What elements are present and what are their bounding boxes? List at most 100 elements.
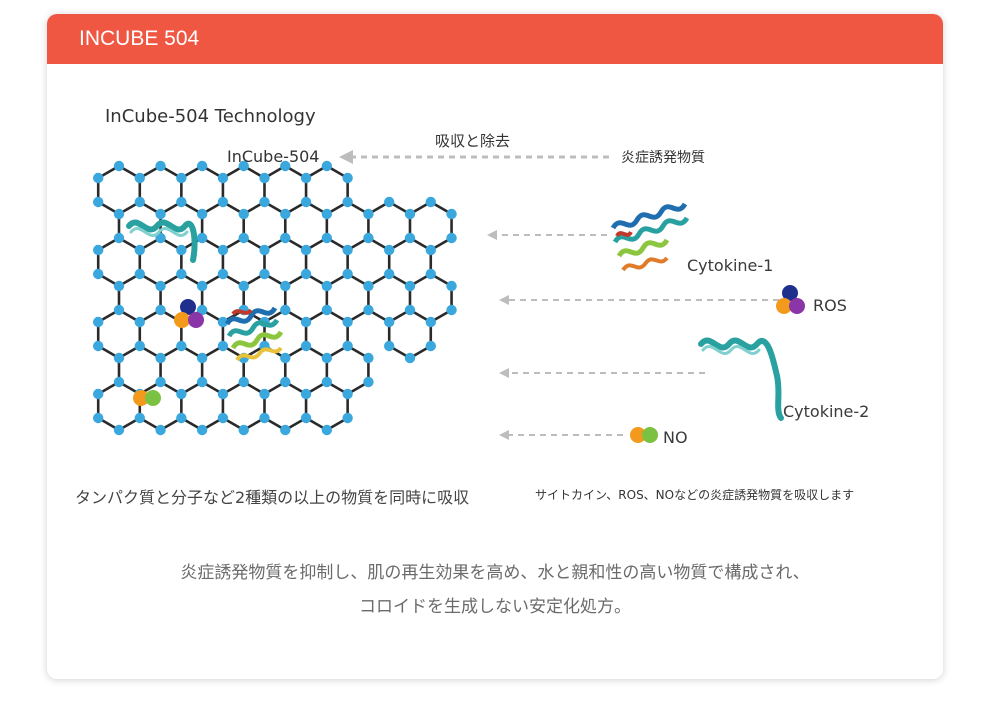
lattice-node [280, 160, 291, 172]
lattice-node [93, 388, 104, 400]
lattice-node [134, 412, 145, 424]
lattice-node [300, 340, 312, 352]
lattice-node [93, 244, 104, 256]
lattice-node [217, 172, 229, 184]
lattice-node [280, 376, 291, 388]
lattice-node [300, 244, 312, 256]
lattice-node [404, 304, 416, 316]
lattice-node [321, 352, 333, 364]
ros-navy-dot [782, 285, 798, 301]
helix-molecule-left [126, 219, 198, 263]
lattice-node [300, 388, 312, 400]
no-orange-dot-lattice [133, 390, 149, 406]
ros-purple-dot-lattice [188, 312, 204, 328]
lattice-node [383, 244, 395, 256]
incoming-arrows [487, 230, 779, 440]
lattice-node [321, 376, 333, 388]
ros-purple-dot [789, 298, 805, 314]
graphene-lattice [93, 160, 457, 436]
lattice-node [155, 352, 166, 364]
absorb-remove-label: 吸収と除去 [435, 132, 511, 150]
lattice-node [383, 340, 395, 352]
lattice-node [155, 280, 166, 292]
lattice-node [176, 268, 187, 280]
lattice-node [300, 172, 312, 184]
lattice-node [321, 160, 333, 172]
lattice-node [217, 196, 229, 208]
lattice-node [217, 340, 229, 352]
lattice-node [363, 208, 374, 220]
lattice-node [280, 424, 291, 436]
lattice-node [280, 232, 291, 244]
lattice-node [217, 412, 229, 424]
lattice-node [342, 388, 353, 400]
lattice-node [217, 244, 229, 256]
description-line-2: コロイドを生成しない安定化処方。 [359, 597, 631, 617]
lattice-node [425, 268, 436, 280]
lattice-node [176, 388, 187, 400]
lattice-node [196, 376, 208, 388]
lattice-node [280, 280, 291, 292]
lattice-node [196, 424, 208, 436]
lattice-node [425, 196, 436, 208]
remove-arrow-head [339, 150, 353, 164]
cytokine1-label: Cytokine-1 [687, 256, 774, 275]
lattice-node [155, 208, 166, 220]
absorb-subcaption: サイトカイン、ROS、NOなどの炎症誘発物質を吸収します [535, 488, 855, 502]
lattice-node [259, 388, 270, 400]
lattice-node [342, 268, 353, 280]
lattice-node [176, 244, 187, 256]
lattice-node [321, 232, 333, 244]
lattice-node [446, 232, 457, 244]
lattice-node [155, 232, 166, 244]
lattice-node [404, 352, 416, 364]
lattice-node [176, 196, 187, 208]
no-orange-dot [630, 427, 646, 443]
lattice-node [342, 316, 353, 328]
lattice-node [155, 160, 166, 172]
lattice-node [259, 244, 270, 256]
lattice-node [93, 268, 104, 280]
lattice-node [383, 316, 395, 328]
lattice-node [238, 280, 249, 292]
lattice-node [238, 160, 249, 172]
cytokine1-molecule [610, 202, 690, 272]
lattice-node [363, 376, 374, 388]
lattice-node [342, 412, 353, 424]
lattice-node [259, 196, 270, 208]
lattice-node [196, 280, 208, 292]
header-title: INCUBE 504 [79, 27, 200, 50]
lattice-node [93, 412, 104, 424]
lattice-node [425, 340, 436, 352]
lattice-node [176, 172, 187, 184]
lattice-node [217, 268, 229, 280]
lattice-node [259, 172, 270, 184]
lattice-node [238, 232, 249, 244]
lattice-node [404, 232, 416, 244]
lattice-node [404, 280, 416, 292]
lattice-node [259, 268, 270, 280]
lattice-node [321, 424, 333, 436]
lattice-node [363, 232, 374, 244]
lattice-node [238, 376, 249, 388]
lattice-node [113, 304, 125, 316]
lattice-node [300, 196, 312, 208]
lattice-node [113, 280, 125, 292]
lattice-node [446, 280, 457, 292]
lattice-node [321, 280, 333, 292]
description-line-1: 炎症誘発物質を抑制し、肌の再生効果を高め、水と親和性の高い物質で構成され、 [180, 563, 810, 583]
lattice-node [404, 208, 416, 220]
ros-navy-dot-lattice [180, 299, 196, 315]
lattice-node [363, 280, 374, 292]
lattice-node [176, 412, 187, 424]
ros-label: ROS [813, 296, 847, 315]
lattice-node [93, 316, 104, 328]
lattice-node [113, 424, 125, 436]
incube-label: InCube-504 [227, 147, 320, 166]
lattice-node [342, 340, 353, 352]
lattice-node [425, 244, 436, 256]
lattice-node [196, 232, 208, 244]
lattice-node [363, 304, 374, 316]
lattice-node [196, 208, 208, 220]
lattice-node [196, 352, 208, 364]
